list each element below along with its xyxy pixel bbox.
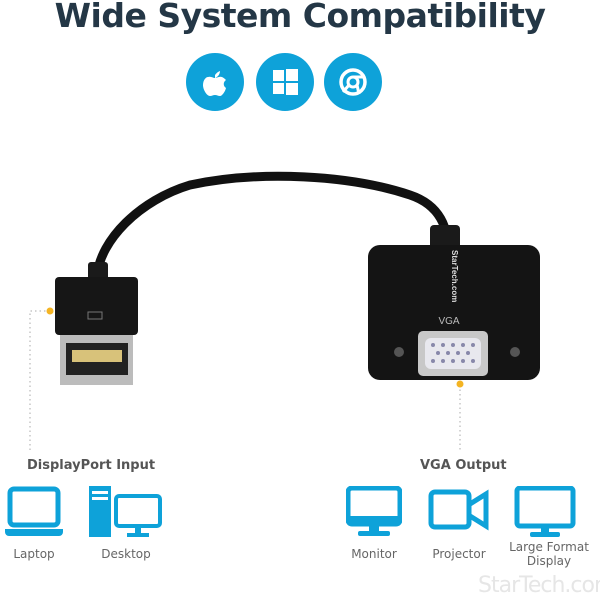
- apple-icon: [186, 53, 244, 111]
- desktop-icon: [89, 486, 162, 537]
- page-title: Wide System Compatibility: [54, 0, 546, 35]
- device-label-large-format-display: Large Format Display: [509, 540, 589, 568]
- device-label-desktop: Desktop: [101, 547, 151, 561]
- cable: [92, 171, 451, 281]
- output-heading: VGA Output: [420, 458, 507, 473]
- large-display-icon: [514, 486, 576, 537]
- windows-icon: [256, 53, 314, 111]
- vga-adapter-box: [368, 245, 540, 380]
- monitor-icon: [346, 486, 402, 536]
- laptop-icon: [5, 486, 63, 536]
- projector-icon: [428, 489, 489, 531]
- callout-dot: [46, 307, 54, 315]
- watermark: StarTech.com: [478, 573, 600, 598]
- displayport-plug: [55, 277, 138, 335]
- input-heading: DisplayPort Input: [27, 458, 156, 473]
- device-label-monitor: Monitor: [351, 547, 397, 561]
- callout-dot: [456, 380, 464, 388]
- brand-label: StarTech.com: [450, 250, 459, 302]
- chrome-icon: [324, 53, 382, 111]
- vga-label: VGA: [438, 316, 459, 327]
- device-label-projector: Projector: [432, 547, 486, 561]
- input-callout-line: [29, 310, 50, 452]
- device-label-laptop: Laptop: [13, 547, 55, 561]
